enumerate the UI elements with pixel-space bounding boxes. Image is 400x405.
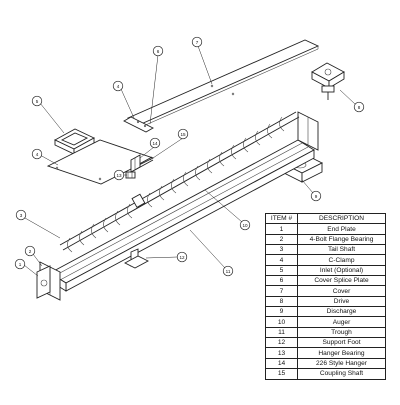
item-description: 4-Bolt Flange Bearing (297, 233, 386, 246)
svg-text:14: 14 (152, 141, 158, 146)
item-description: Tail Shaft (297, 244, 386, 256)
item-number: 3 (265, 244, 298, 256)
callout-12: 12 (145, 251, 188, 263)
callout-7: 7 (191, 36, 213, 85)
callout-3: 3 (15, 209, 61, 239)
svg-text:6: 6 (157, 49, 160, 54)
hanger-part (130, 154, 141, 173)
callouts: 1 2 3 4 4 5 6 (14, 36, 365, 277)
item-description: C-Clamp (297, 254, 386, 266)
item-number: 15 (265, 368, 298, 380)
item-description: Trough (297, 326, 386, 339)
callout-13: 13 (113, 169, 127, 181)
svg-text:10: 10 (242, 223, 248, 228)
callout-1: 1 (14, 258, 39, 277)
support-foot-part (124, 248, 149, 269)
svg-text:15: 15 (180, 132, 186, 137)
svg-text:9: 9 (315, 194, 318, 199)
callout-14: 14 (139, 137, 161, 159)
item-number: 12 (265, 337, 298, 349)
item-number: 6 (265, 275, 298, 287)
item-description: Coupling Shaft (297, 368, 386, 380)
auger-part (59, 111, 300, 253)
item-number: 4 (265, 254, 298, 266)
header-item: ITEM # (265, 212, 298, 225)
item-description: Auger (297, 316, 386, 328)
item-description: Cover Splice Plate (297, 275, 386, 287)
svg-text:13: 13 (116, 173, 122, 178)
svg-text:4: 4 (117, 84, 120, 89)
item-number: 11 (265, 326, 298, 339)
svg-text:12: 12 (179, 255, 185, 260)
callout-11: 11 (189, 229, 234, 277)
inlet-part (54, 128, 95, 155)
item-number: 8 (265, 295, 298, 308)
item-description: Support Foot (297, 337, 386, 349)
trough-part (39, 111, 319, 301)
item-description: Cover (297, 285, 386, 297)
svg-text:1: 1 (19, 262, 22, 267)
svg-text:11: 11 (226, 269, 231, 274)
table-header-row: ITEM # DESCRIPTION (265, 212, 386, 225)
svg-text:7: 7 (196, 40, 199, 45)
callout-10: 10 (204, 189, 251, 231)
callout-6: 6 (149, 45, 164, 125)
item-number: 2 (265, 233, 298, 246)
item-description: Discharge (297, 306, 386, 318)
item-number: 5 (265, 264, 298, 277)
item-description: Inlet (Optional) (297, 264, 386, 277)
header-description: DESCRIPTION (297, 212, 386, 225)
callout-15: 15 (149, 128, 189, 161)
callout-8: 8 (339, 89, 365, 113)
svg-text:4: 4 (36, 152, 39, 157)
callout-4-upper: 4 (112, 80, 135, 119)
item-number: 14 (265, 357, 298, 370)
item-number: 7 (265, 285, 298, 297)
svg-text:3: 3 (20, 213, 23, 218)
item-number: 10 (265, 316, 298, 328)
item-number: 13 (265, 347, 298, 359)
auger-flights (67, 116, 285, 253)
callout-5: 5 (31, 95, 65, 134)
svg-text:8: 8 (358, 105, 361, 110)
callout-4-lower: 4 (31, 148, 59, 166)
item-number: 9 (265, 306, 298, 318)
item-description: Drive (297, 295, 386, 308)
svg-text:5: 5 (36, 99, 39, 104)
drive-part (311, 62, 345, 100)
end-plate-part (36, 265, 51, 299)
item-number: 1 (265, 223, 298, 235)
hanger-bearing-part (125, 171, 136, 179)
cover-splice-plate-part (123, 116, 154, 133)
callout-9: 9 (301, 179, 322, 202)
item-description: 226 Style Hanger (297, 357, 386, 370)
svg-text:2: 2 (29, 249, 32, 254)
item-description: Hanger Bearing (297, 347, 386, 359)
item-description: End Plate (297, 223, 386, 235)
callout-2: 2 (24, 245, 43, 267)
